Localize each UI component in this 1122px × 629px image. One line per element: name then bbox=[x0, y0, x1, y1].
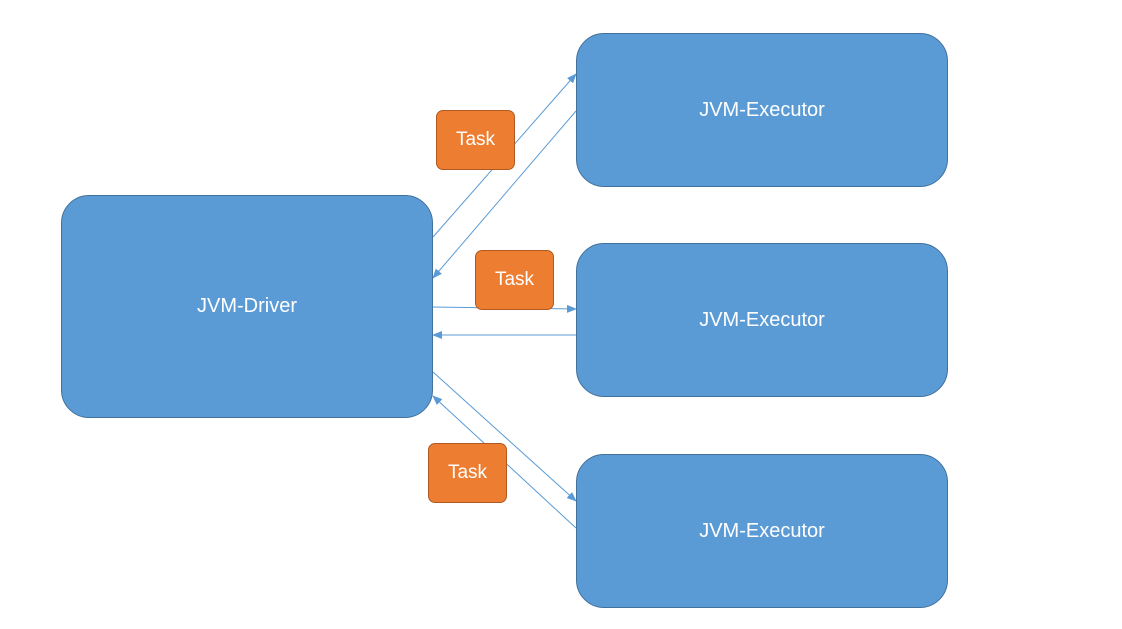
arrow-driver-to-executor-3 bbox=[432, 371, 577, 502]
task-badge-2: Task bbox=[475, 250, 554, 310]
jvm-driver-label: JVM-Driver bbox=[197, 295, 297, 317]
jvm-executor-node-1: JVM-Executor bbox=[576, 33, 948, 187]
task-label-2: Task bbox=[494, 269, 535, 290]
jvm-executor-node-3: JVM-Executor bbox=[576, 454, 948, 608]
task-label-1: Task bbox=[455, 129, 496, 150]
task-label-3: Task bbox=[447, 462, 488, 483]
jvm-executor-label-2: JVM-Executor bbox=[699, 308, 825, 331]
jvm-driver-node: JVM-Driver bbox=[61, 195, 433, 418]
jvm-executor-node-2: JVM-Executor bbox=[576, 243, 948, 397]
jvm-executor-label-1: JVM-Executor bbox=[699, 98, 825, 121]
arrow-executor-1-to-driver bbox=[432, 110, 577, 279]
jvm-executor-label-3: JVM-Executor bbox=[699, 519, 825, 542]
task-badge-1: Task bbox=[436, 110, 515, 170]
task-badge-3: Task bbox=[428, 443, 507, 503]
